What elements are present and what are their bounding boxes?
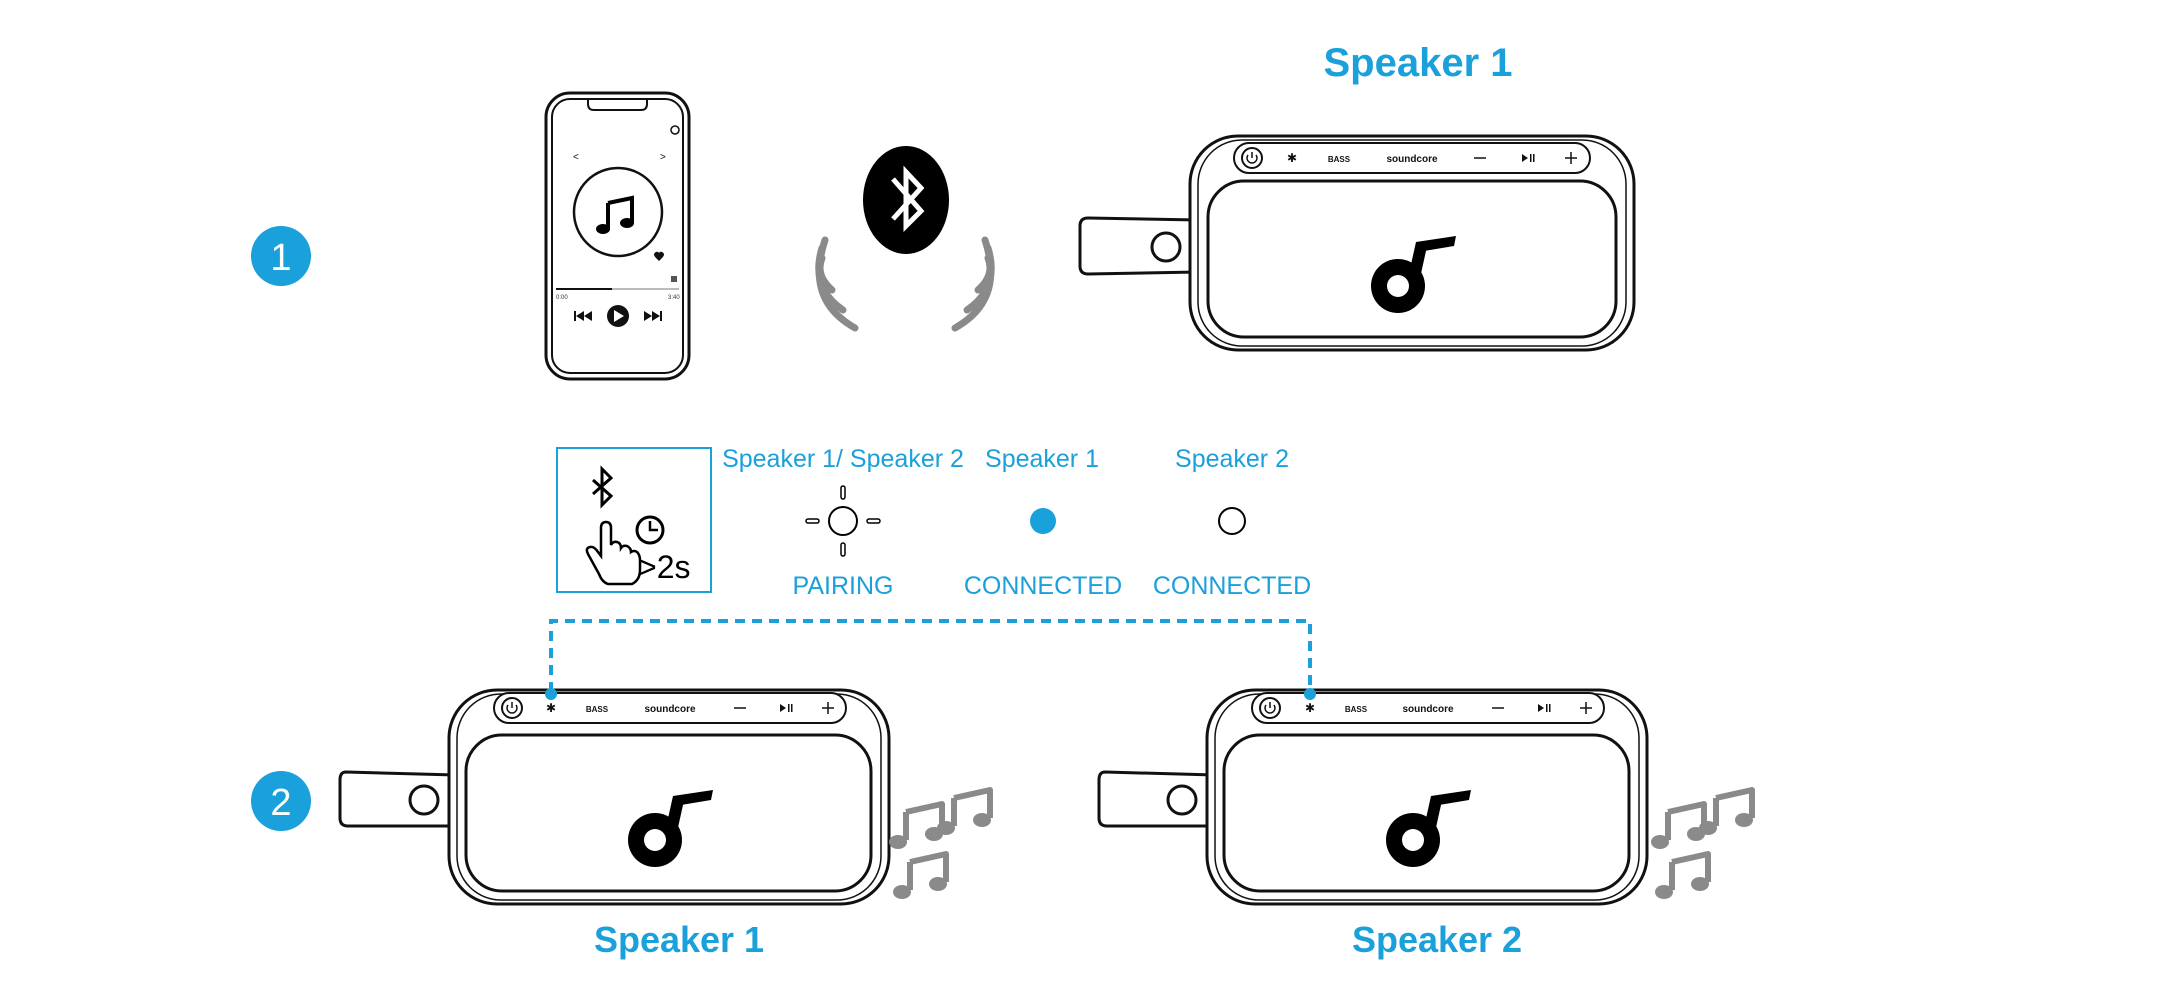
play-pause-icon [1538,704,1551,712]
indicator-heading-speaker1: Speaker 1 [985,445,1099,473]
phone-next-arrow: > [660,152,666,163]
play-button-icon [607,305,629,327]
led-solid-blue-icon [1030,508,1056,534]
led-off-icon [1218,507,1246,535]
volume-up-icon [1580,702,1592,714]
bluetooth-hold-instruction: >2s [556,447,712,593]
brand-label: soundcore [1402,704,1454,715]
speaker-top-title: Speaker 1 [1323,41,1512,85]
bluetooth-button-led [545,688,557,700]
step-2-number: 2 [270,782,291,824]
indicator-state-speaker1: CONNECTED [964,572,1122,600]
fast-forward-icon [644,311,662,321]
step-2-badge: 2 [251,771,311,831]
phone-prev-arrow: < [573,152,579,163]
speaker-bottom-2-label: Speaker 2 [1352,919,1522,960]
bluetooth-button-icon: ✱ [1305,701,1315,715]
time-start: 0:00 [556,295,568,301]
play-pause-icon [780,704,793,712]
indicator-state-speaker2: CONNECTED [1153,572,1311,600]
signal-waves-right-icon [951,236,995,332]
brand-label: soundcore [644,704,696,715]
bluetooth-button-icon: ✱ [1287,151,1297,165]
step-1-number: 1 [270,237,291,279]
speaker-bottom-1-label: Speaker 1 [594,919,764,960]
finger-press-icon [585,520,642,586]
bass-label: BASS [1345,705,1368,714]
volume-up-icon [822,702,834,714]
led-blinking-icon [805,485,881,557]
phone-menu-icon [671,276,677,282]
small-bluetooth-icon [592,465,614,509]
signal-waves-left-icon [815,236,859,332]
speaker-bottom-1: ✱ BASS soundcore Speaker 1 [338,688,991,960]
indicator-heading-pairing: Speaker 1/ Speaker 2 [722,445,964,473]
step-1-badge: 1 [251,226,311,286]
music-notes-icon [1651,790,1753,899]
hold-time-label: >2s [638,549,690,585]
bluetooth-icon [863,146,949,254]
time-end: 3:40 [668,295,680,301]
music-note-icon [596,195,634,234]
indicator-state-pairing: PAIRING [793,572,894,600]
brand-label: soundcore [1386,154,1438,165]
pairing-connector-line [549,619,1312,692]
clock-icon [635,515,665,545]
bass-label: BASS [586,705,609,714]
indicator-heading-speaker2: Speaker 2 [1175,445,1289,473]
volume-up-icon [1565,152,1577,164]
play-pause-icon [1522,154,1535,162]
album-art [572,166,664,258]
speaker-bottom-2: ✱ BASS soundcore Speaker 2 [1097,688,1753,960]
bluetooth-button-icon: ✱ [546,701,556,715]
smartphone: < > 0:00 3:40 [544,91,691,381]
rewind-icon [574,311,592,321]
music-notes-icon [889,790,991,899]
heart-icon [654,251,664,261]
bluetooth-button-led [1304,688,1316,700]
bass-label: BASS [1328,155,1351,164]
speaker-top: Speaker 1 ✱ BASS soundcore [1078,41,1636,352]
